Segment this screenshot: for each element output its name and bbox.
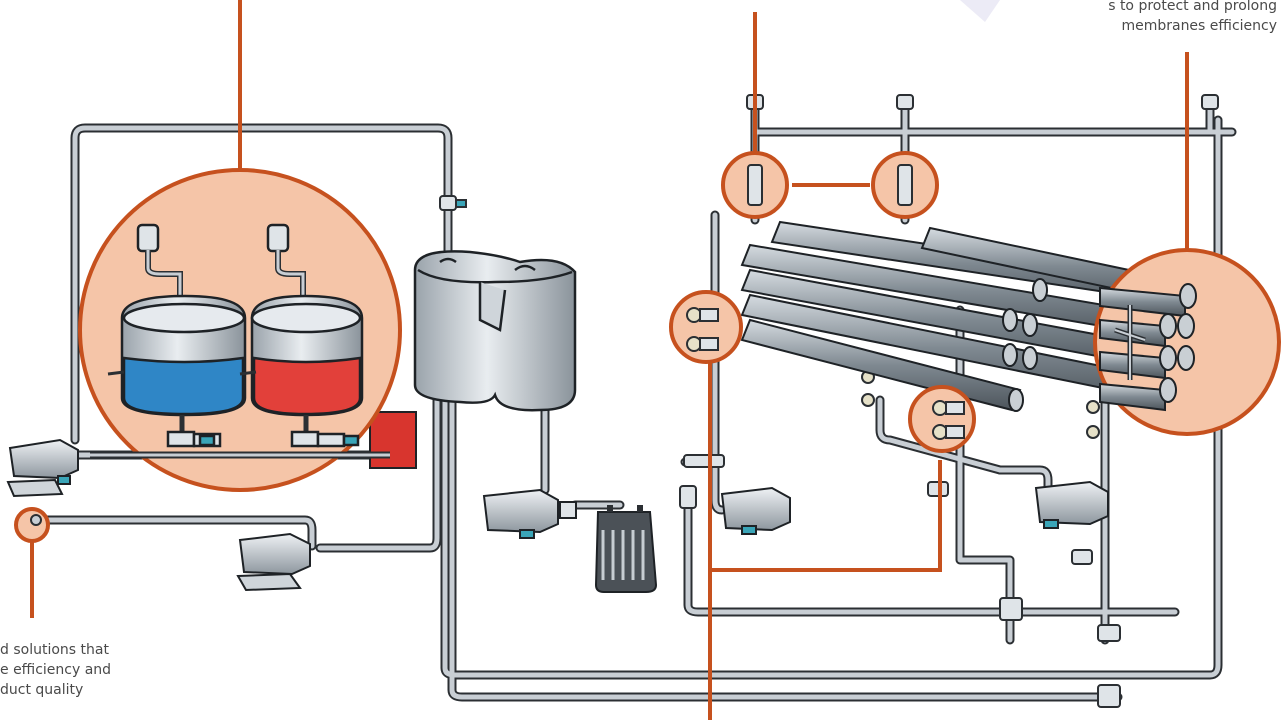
caption-bottom-left: d solutions that e efficiency and duct q… — [0, 640, 111, 700]
caption-line: s to protect and prolong — [1108, 0, 1277, 14]
caption-top-right: s to protect and prolong membranes effic… — [1108, 0, 1277, 36]
pipe-inlet — [30, 514, 42, 526]
caption-line: d solutions that — [0, 642, 109, 658]
callout-lines — [30, 0, 1189, 720]
caption-line: e efficiency and — [0, 662, 112, 678]
membrane-tube-icon — [1099, 283, 1197, 412]
tank-icon — [413, 250, 577, 412]
control-box-icon — [369, 411, 417, 469]
callout-membranes — [1093, 248, 1281, 436]
callout-gauges — [669, 290, 743, 364]
filter-icon — [594, 505, 658, 593]
caption-line: duct quality — [0, 682, 84, 698]
valve-icon — [439, 94, 1219, 708]
callout-inlet — [14, 507, 50, 543]
decorative-wedge — [960, 0, 1000, 22]
pump-icon — [6, 438, 1109, 592]
piping — [35, 95, 1237, 702]
chemical-tanks — [90, 223, 390, 459]
gauge-cluster — [686, 307, 965, 440]
callout-gauges-mid — [908, 385, 976, 453]
caption-line: membranes efficiency — [1121, 18, 1277, 34]
valve-icon — [747, 164, 913, 206]
